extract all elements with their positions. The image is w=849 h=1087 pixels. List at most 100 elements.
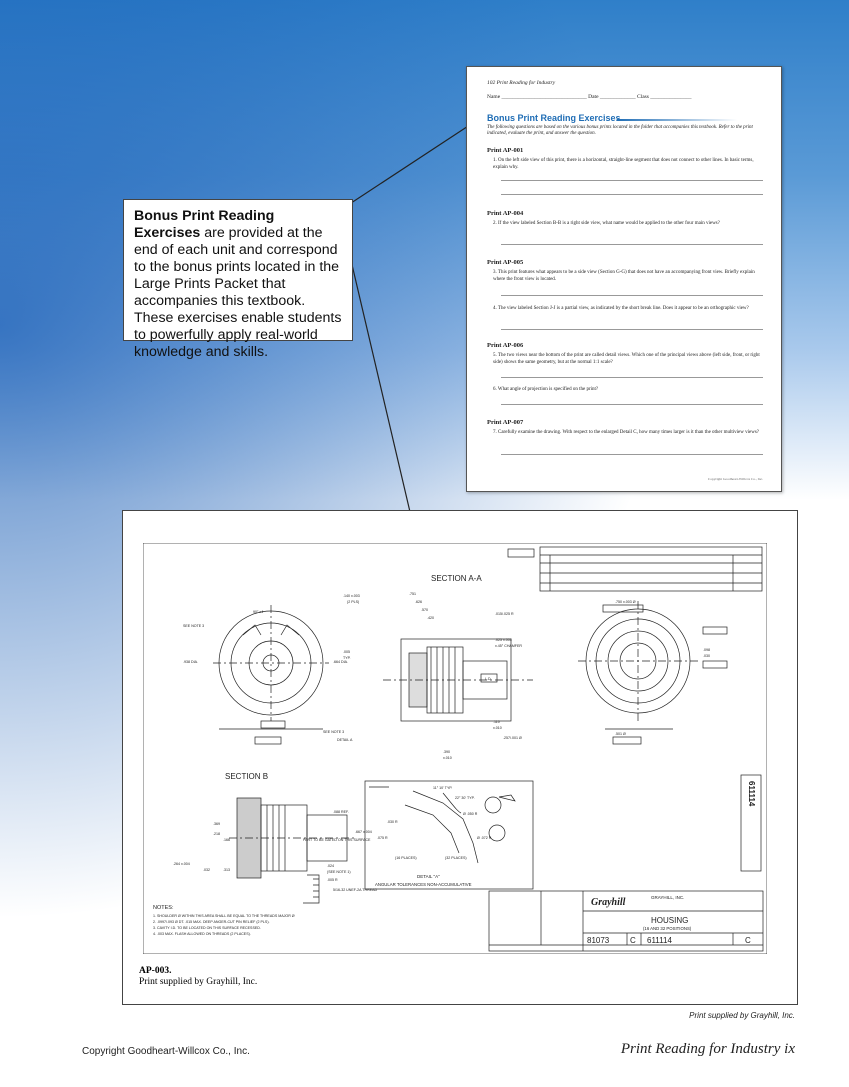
dim-label: 11° 10' TYP. (433, 786, 452, 790)
answer-line (501, 295, 763, 296)
dim-label: .015/.025 R (495, 612, 514, 616)
dim-label: .030 R (387, 820, 398, 824)
dim-label: x.010 (443, 756, 452, 760)
dim-label: PART TO BE GATED ON THIS SURFACE (303, 838, 371, 842)
dim-label: Ø .072 R (477, 836, 492, 840)
footer-book-title-page: Print Reading for Industry ix (620, 1041, 795, 1057)
dim-label: .750 x.003 Ø (615, 600, 636, 604)
dim-label: .098 (703, 648, 710, 652)
vertical-dwg-number: 611114 (747, 781, 756, 807)
book-intro: The following questions are based on the… (487, 125, 753, 136)
dim-label: .257/.001 Ø (503, 736, 522, 740)
dim-label: .218 (213, 832, 220, 836)
dim-label: .313 (223, 868, 230, 872)
dim-label: .626 (415, 600, 422, 604)
dim-label: .110 (493, 720, 500, 724)
arrow-to-print (341, 221, 421, 548)
detail-a-view: DETAIL "A" ANGULAR TOLERANCES NON-ACCUMU… (364, 780, 534, 890)
engineering-drawing: SECTION A-A (143, 543, 767, 954)
dim-label: .501 Ø (615, 732, 626, 736)
question-text: 4. The view labeled Section J-J is a par… (493, 306, 749, 311)
angular-tolerance-note: ANGULAR TOLERANCES NON-ACCUMULATIVE (375, 882, 472, 887)
dim-label: .024 (327, 864, 334, 868)
callout-text: are provided at the end of each unit and… (134, 225, 342, 360)
right-view (578, 601, 728, 745)
dim-label: .030 (703, 654, 710, 658)
callout-title: Bonus Print Reading Exercises (134, 208, 275, 241)
print-heading: Print AP-001 (487, 147, 524, 154)
print-heading: Print AP-004 (487, 210, 524, 217)
notes-title: NOTES: (153, 905, 174, 911)
dwg-number-strip: 611114 (740, 774, 762, 872)
dim-label: .751 (409, 592, 416, 596)
rev-letter: C (745, 936, 751, 945)
dim-label: 90° x4 (253, 610, 263, 614)
print-heading: Print AP-007 (487, 419, 524, 426)
dim-label: (16 PLACES) (395, 856, 417, 860)
cage-code: 81073 (587, 936, 610, 945)
drawing-subtitle: (16 AND 32 POSITIONS) (643, 926, 692, 931)
dim-label: TYP. (343, 656, 351, 660)
print-supplied-credit: Print supplied by Grayhill, Inc. (689, 1011, 795, 1020)
book-copyright: Copyright Goodheart-Willcox Co., Inc. (707, 477, 763, 481)
question-text: 6. What angle of projection is specified… (493, 387, 599, 392)
dim-label: (SEE NOTE 1) (327, 870, 351, 874)
section-aa-view (383, 638, 533, 722)
print-heading: Print AP-005 (487, 259, 524, 266)
dim-label: DETAIL A (337, 738, 353, 742)
section-aa-label: SECTION A-A (431, 574, 482, 583)
dim-label: .075 R (377, 836, 388, 840)
dim-label: 5/16-32 UNEF-2A THREAD (333, 888, 377, 892)
arrow-to-book-page (341, 112, 490, 210)
answer-line (501, 377, 763, 378)
drawing-title: HOUSING (651, 916, 688, 925)
revision-block (507, 546, 763, 592)
dim-label: .032 (203, 868, 210, 872)
answer-line (501, 404, 763, 405)
question-text: 5. The two views near the bottom of the … (493, 353, 760, 365)
company-name: GRAYHILL, INC. (651, 895, 684, 900)
answer-line (501, 454, 763, 455)
question-text: 2. If the view labeled Section B-B is a … (493, 221, 720, 226)
dim-label: .264 x.004 (173, 862, 190, 866)
note-line: 4. .003 MAX. FLASH ALLOWED ON THREADS (2… (153, 932, 251, 936)
dim-label: x.010 (493, 726, 502, 730)
book-page-thumbnail: 102 Print Reading for Industry Name ____… (466, 66, 782, 492)
dim-label: SEE NOTE 3 (323, 730, 344, 734)
section-b-label: SECTION B (225, 772, 268, 781)
title-block: Grayhill GRAYHILL, INC. HOUSING (16 AND … (488, 890, 764, 952)
dim-label: .664 DIA. (333, 660, 348, 664)
dwg-number: 611114 (647, 936, 672, 945)
dim-label: .570 (421, 608, 428, 612)
callout-box: Bonus Print Reading Exercises are provid… (123, 199, 353, 360)
question-text: 7. Carefully examine the drawing. With r… (493, 430, 759, 435)
dim-label: (32 PLACES) (445, 856, 467, 860)
dim-label: SEE NOTE 3 (183, 624, 204, 628)
grayhill-logo: Grayhill (591, 897, 626, 908)
dim-label: .420 (427, 616, 434, 620)
notes-block: NOTES: 1. SHOULDER Ø WITHIN THIS AREA SH… (153, 905, 295, 936)
dim-label: .005 (343, 650, 350, 654)
dim-label: .088 REF. (333, 810, 349, 814)
size-letter: C (630, 936, 636, 945)
dim-label: Ø .050 R (463, 812, 478, 816)
note-line: 2. .0997/.093 Ø DT. .015 MAX. DEEP ANGER… (153, 920, 270, 924)
answer-line (501, 329, 763, 330)
note-line: 3. CAVITY I.D. TO BE LOCATED ON THIS SUR… (153, 926, 261, 930)
footer-copyright: Copyright Goodheart-Willcox Co., Inc. (82, 1046, 250, 1057)
dim-label: .390 (443, 750, 450, 754)
dim-label: .140 x.003 (343, 594, 360, 598)
print-heading: Print AP-006 (487, 342, 524, 349)
dimension-labels: SEE NOTE 3 SEE NOTE 3 .938 DIA. .664 DIA… (173, 592, 710, 892)
question-text: 1. On the left side view of this print, … (493, 158, 754, 170)
book-page-header: 102 Print Reading for Industry (487, 80, 556, 86)
dim-label: .938 DIA. (183, 660, 198, 664)
dim-label: .025 x.003 (495, 638, 512, 642)
answer-line (501, 194, 763, 195)
print-caption-text: Print supplied by Grayhill, Inc. (139, 977, 258, 987)
dim-label: (2 PLS) (347, 600, 359, 604)
dim-label: .005 R (327, 878, 338, 882)
answer-line (501, 244, 763, 245)
dim-label: 22° 30' TYP. (455, 796, 475, 800)
